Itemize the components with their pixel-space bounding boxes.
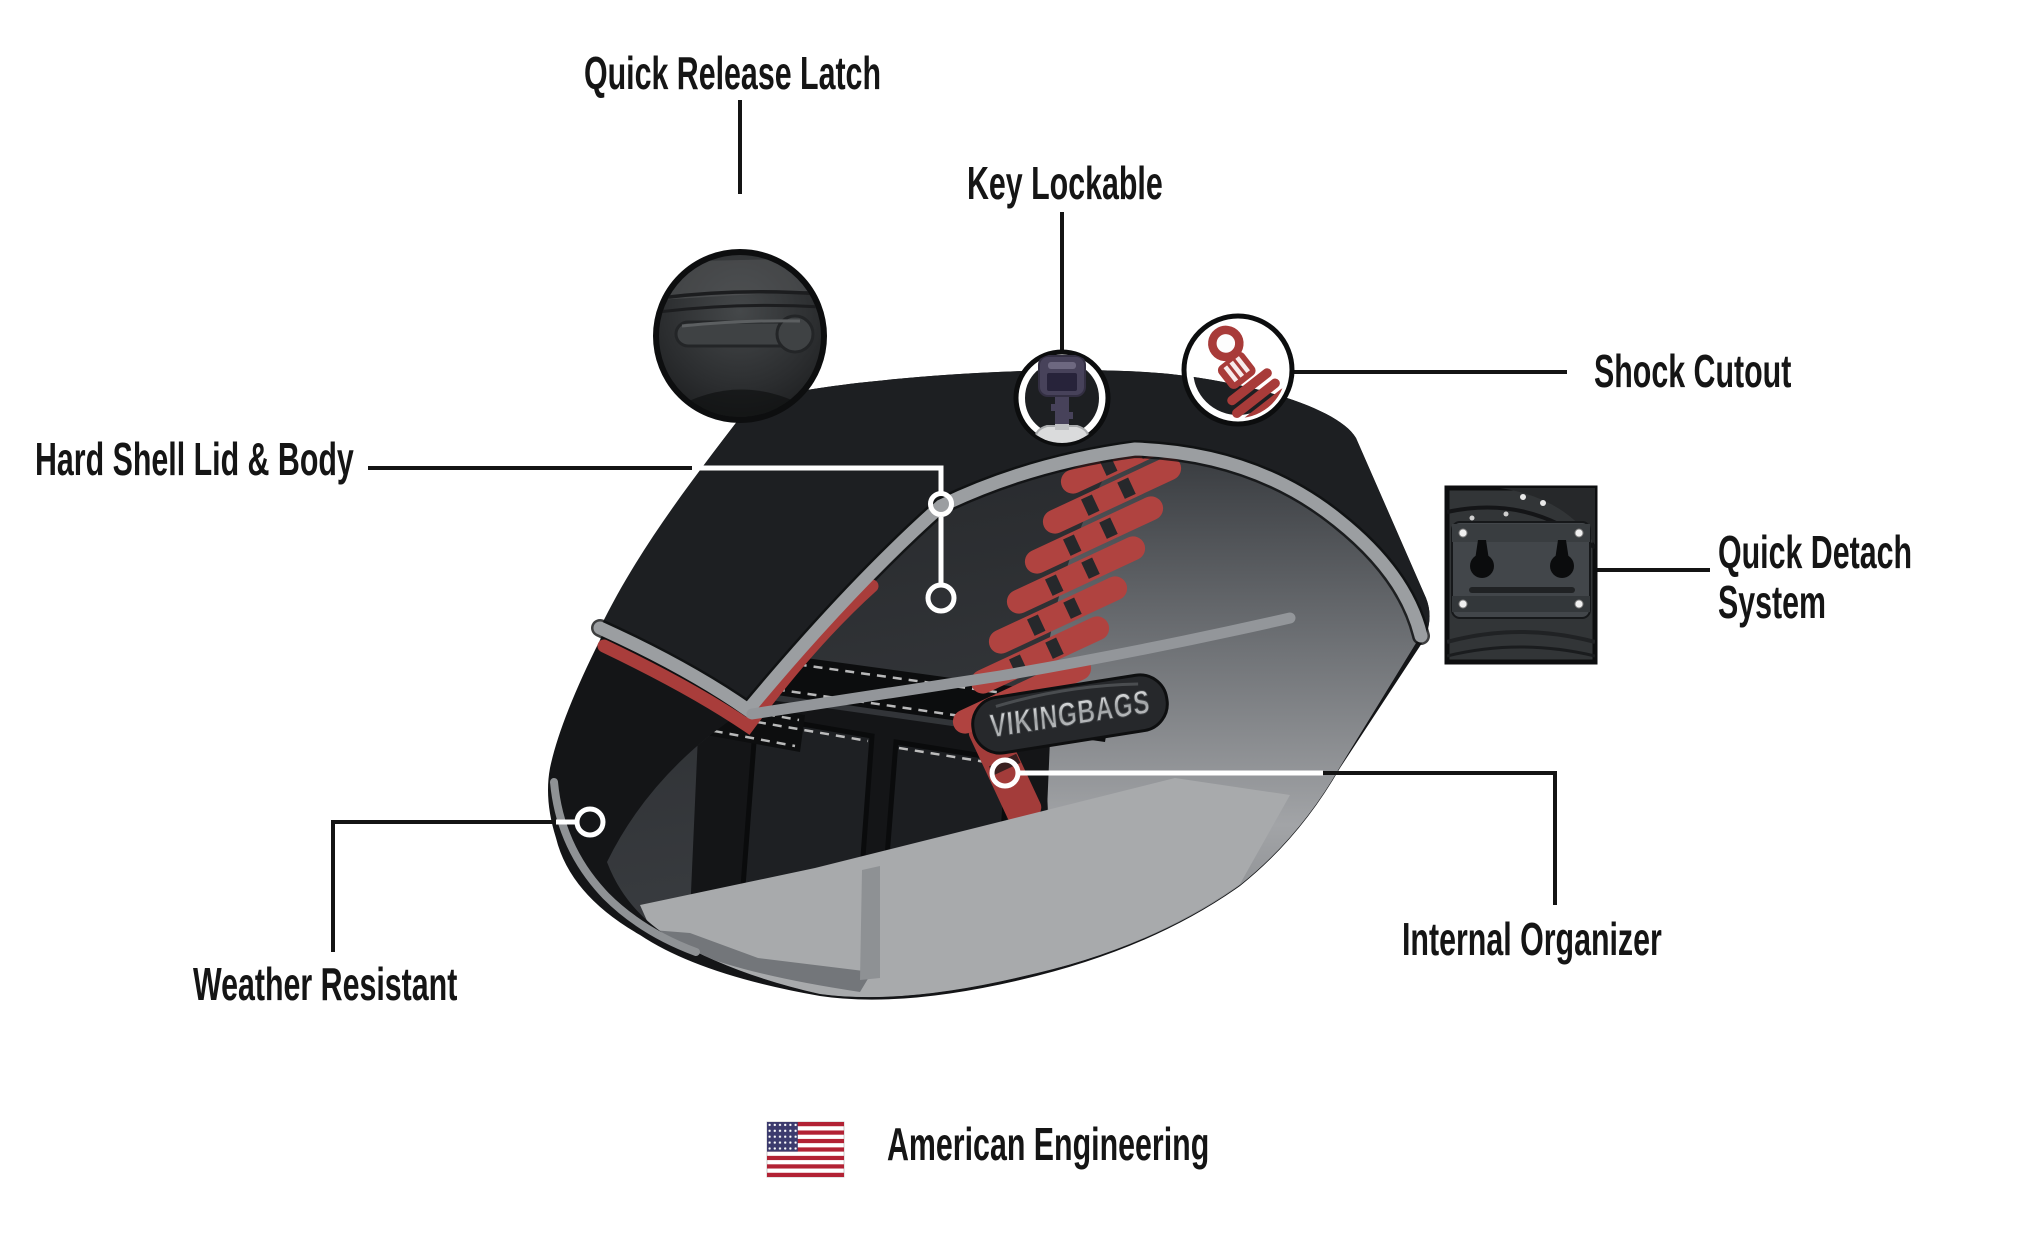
label-quick-detach-system: Quick Detach System [1718,527,1912,627]
leader-internal-organizer-black [1323,771,1557,905]
key-icon [1034,355,1090,443]
leader-lines [331,100,1710,952]
label-shock-cutout: Shock Cutout [1594,345,1792,397]
bottom-left-piping [550,778,700,956]
label-quick-detach-line1: Quick Detach [1718,526,1913,578]
brand-badge: VIKINGBAGS [971,673,1169,755]
latch-inset [653,249,827,423]
label-american-engineering: American Engineering [887,1118,1210,1170]
us-flag-icon [766,1121,845,1178]
marker-body [925,582,957,614]
label-quick-detach-line2: System [1718,576,1827,628]
interior-panel [640,778,1290,998]
label-weather-resistant: Weather Resistant [193,958,458,1010]
leader-weather-black [331,820,556,952]
label-hard-shell-lid-body: Hard Shell Lid & Body [35,433,354,485]
shock-ring [1181,313,1295,427]
marker-weather [574,806,606,838]
leader-hard-shell-white [692,465,944,584]
marker-internal-organizer [989,757,1021,789]
label-quick-release-latch: Quick Release Latch [584,47,881,99]
latch-handle-icon [674,314,815,354]
quick-detach-inset [1444,485,1598,665]
interior-panel-step [860,866,880,980]
bag-seams [550,439,1430,956]
interior-panel-shadow [652,930,872,992]
mouth-seam [746,612,1296,720]
accent-red-stripe [597,579,879,735]
lid-seam [593,442,1428,719]
label-key-lockable: Key Lockable [967,157,1163,209]
saddlebag-illustration: VIKINGBAGS [548,370,1430,1000]
marker-lid [928,491,954,517]
mounting-bracket [1451,521,1591,619]
label-internal-organizer: Internal Organizer [1402,913,1662,965]
